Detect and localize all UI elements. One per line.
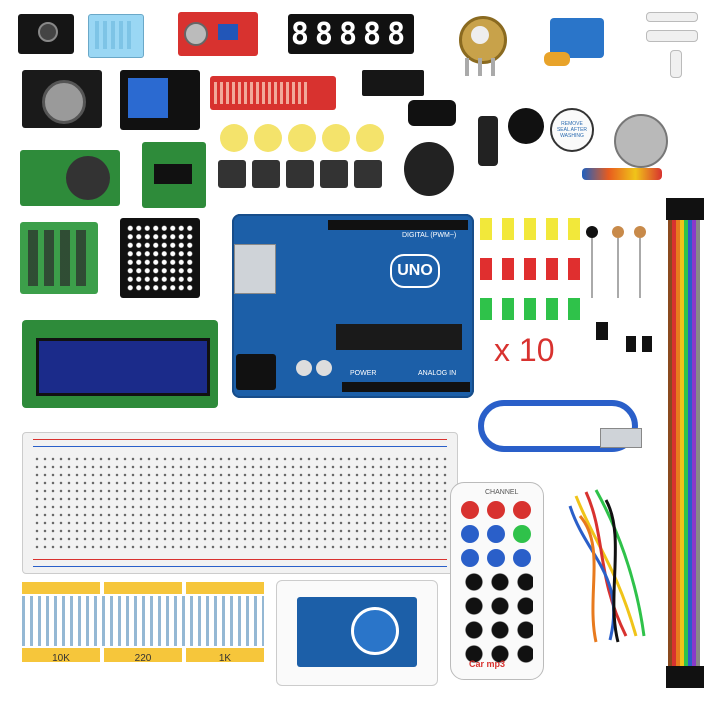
led-matrix	[120, 218, 200, 298]
resistor-strips: 10K 220 1K	[22, 582, 264, 682]
rtc-module	[20, 150, 120, 206]
jumper-wire-drawing	[568, 489, 646, 643]
ir-remote: CHANNEL Car mp3	[450, 482, 544, 680]
buzzer	[508, 108, 544, 144]
buzzer-label: REMOVE SEAL AFTER WASHING	[550, 108, 594, 152]
capacitor	[316, 360, 332, 376]
button-caps	[220, 124, 390, 154]
potentiometer	[455, 12, 507, 78]
servo-horns	[640, 6, 702, 78]
usb-cable	[478, 400, 638, 452]
stepper-driver	[142, 142, 206, 208]
display-digits: 88888	[290, 16, 412, 52]
dht11-sensor	[88, 14, 144, 58]
uno-logo: UNO	[390, 254, 440, 288]
remote-brand: Car mp3	[469, 659, 506, 669]
ic-chip	[362, 70, 424, 96]
servo-motor	[540, 6, 610, 70]
dc-jack	[236, 354, 276, 390]
tactile-switches	[218, 160, 390, 190]
jumper-wire-bundle	[566, 486, 652, 650]
resistor-label-220: 220	[134, 653, 152, 664]
resistor-label-1k: 1K	[218, 653, 232, 664]
rfid-key-fob	[351, 607, 399, 655]
power-analog-header	[342, 382, 470, 392]
sensors-leads	[586, 226, 656, 386]
quantity-label: x 10	[494, 332, 555, 368]
power-label: POWER	[350, 370, 377, 377]
analog-label: ANALOG IN	[418, 370, 457, 377]
lcd1602-module	[22, 320, 218, 408]
capacitor	[296, 360, 312, 376]
relay-module	[120, 70, 200, 130]
arduino-uno-board: DIGITAL (PWM~) UNO POWER ANALOG IN	[232, 214, 474, 398]
sound-sensor-module	[178, 12, 258, 56]
buzzer-label-text: REMOVE SEAL AFTER WASHING	[556, 121, 588, 139]
usb-port	[234, 244, 276, 294]
joystick-module	[22, 70, 102, 128]
remote-header: CHANNEL	[485, 489, 519, 496]
digital-header	[328, 220, 468, 230]
seven-segment-display: 88888	[288, 14, 414, 54]
uno-logo-text: UNO	[397, 262, 433, 279]
usb-plug	[600, 428, 642, 448]
rfid-card	[276, 580, 438, 686]
joystick-cap	[404, 142, 454, 196]
atmega-chip	[336, 324, 462, 350]
led-set	[480, 218, 580, 328]
battery-clip	[408, 80, 504, 180]
keypad-matrix	[20, 222, 98, 294]
remote-buttons	[459, 501, 535, 663]
stepper-motor	[582, 110, 670, 190]
breadboard	[22, 432, 458, 574]
digital-header-label: DIGITAL (PWM~)	[402, 232, 457, 239]
lcd-screen	[36, 338, 210, 396]
water-level-sensor	[210, 76, 336, 110]
resistor-label-10k: 10K	[52, 653, 70, 664]
ribbon-jumper-wires	[666, 198, 704, 688]
ir-sensor-module	[18, 14, 74, 54]
